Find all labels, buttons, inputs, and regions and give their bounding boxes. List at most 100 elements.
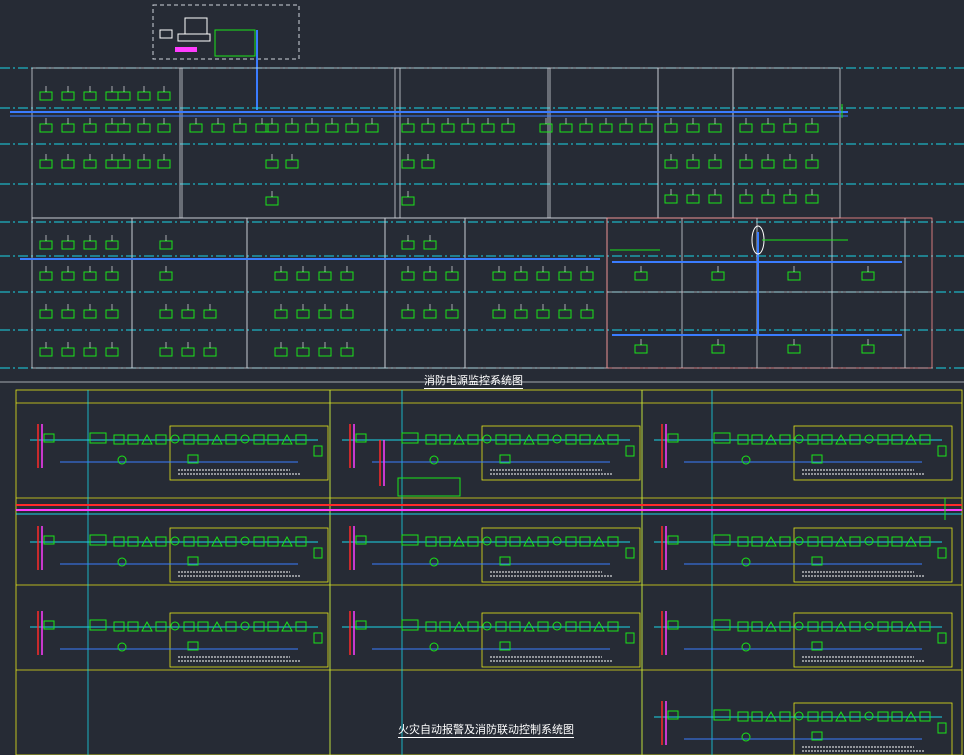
manual-alarm-button-icon	[197, 434, 209, 445]
power-monitor-module-icon	[536, 271, 550, 281]
manual-alarm-button-icon	[565, 536, 577, 547]
manual-alarm-button-icon	[295, 621, 307, 632]
sounder-strobe-icon	[211, 433, 223, 445]
power-monitor-module-icon	[559, 123, 573, 133]
alarm-zone-frame	[793, 702, 953, 755]
power-monitor-module-icon	[401, 159, 415, 169]
power-monitor-module-icon	[274, 309, 288, 319]
power-monitor-module-icon	[580, 271, 594, 281]
detector-icon	[741, 642, 751, 652]
input-output-module-icon	[355, 433, 367, 443]
sounder-strobe-icon	[905, 535, 917, 547]
manual-alarm-button-icon	[439, 621, 451, 632]
power-monitor-module-icon	[265, 159, 279, 169]
detector-icon	[794, 434, 804, 444]
power-monitor-module-icon	[61, 91, 75, 101]
power-monitor-module-icon	[708, 159, 722, 169]
power-monitor-module-icon	[39, 347, 53, 357]
floor-box	[606, 217, 933, 369]
power-monitor-module-icon	[401, 271, 415, 281]
sounder-strobe-icon	[281, 620, 293, 632]
power-monitoring-title-text: 消防电源监控系统图	[424, 374, 523, 389]
input-output-module-icon	[667, 710, 679, 720]
detector-icon	[117, 642, 127, 652]
power-monitor-module-icon	[157, 159, 171, 169]
power-monitor-module-icon	[159, 347, 173, 357]
power-monitor-module-icon	[157, 123, 171, 133]
manual-alarm-button-icon	[439, 434, 451, 445]
power-monitor-module-icon	[61, 159, 75, 169]
sounder-strobe-icon	[593, 535, 605, 547]
power-monitor-module-icon	[83, 91, 97, 101]
manual-alarm-button-icon	[877, 536, 889, 547]
manual-alarm-button-icon	[155, 536, 167, 547]
manual-alarm-button-icon	[779, 711, 791, 722]
power-monitor-module-icon	[39, 159, 53, 169]
manual-alarm-button-icon	[425, 434, 437, 445]
power-monitor-module-icon	[61, 123, 75, 133]
sounder-strobe-icon	[905, 433, 917, 445]
detector-icon	[240, 536, 250, 546]
power-monitor-module-icon	[203, 309, 217, 319]
input-output-module-icon	[667, 535, 679, 545]
input-output-module-icon	[401, 432, 419, 444]
power-monitor-module-icon	[157, 91, 171, 101]
sounder-strobe-icon	[211, 620, 223, 632]
drawing-frame	[152, 4, 300, 110]
power-monitor-module-icon	[159, 309, 173, 319]
manual-alarm-button-icon	[425, 536, 437, 547]
power-monitor-module-icon	[441, 123, 455, 133]
power-monitor-module-icon	[296, 271, 310, 281]
input-output-module-icon	[401, 619, 419, 631]
manual-alarm-button-icon	[849, 536, 861, 547]
manual-alarm-button-icon	[807, 434, 819, 445]
manual-alarm-button-icon	[225, 621, 237, 632]
power-monitor-module-icon	[325, 123, 339, 133]
power-monitor-module-icon	[39, 309, 53, 319]
manual-alarm-button-icon	[849, 711, 861, 722]
power-monitor-module-icon	[421, 159, 435, 169]
power-monitor-module-icon	[664, 159, 678, 169]
manual-alarm-button-icon	[467, 536, 479, 547]
sounder-strobe-icon	[141, 535, 153, 547]
manual-alarm-button-icon	[919, 621, 931, 632]
manual-alarm-button-icon	[779, 434, 791, 445]
input-output-module-icon	[499, 641, 511, 651]
manual-alarm-button-icon	[821, 434, 833, 445]
detector-icon	[741, 557, 751, 567]
manual-alarm-button-icon	[509, 434, 521, 445]
manual-alarm-button-icon	[751, 621, 763, 632]
manual-alarm-button-icon	[919, 536, 931, 547]
input-output-module-icon	[313, 632, 323, 644]
power-monitor-module-icon	[783, 194, 797, 204]
floor-box	[131, 217, 248, 369]
input-output-module-icon	[713, 709, 731, 721]
manual-alarm-button-icon	[495, 536, 507, 547]
power-monitor-module-icon	[365, 123, 379, 133]
input-output-module-icon	[89, 619, 107, 631]
manual-alarm-button-icon	[113, 621, 125, 632]
power-monitor-module-icon	[639, 123, 653, 133]
sounder-strobe-icon	[765, 535, 777, 547]
detector-icon	[741, 455, 751, 465]
manual-alarm-button-icon	[127, 621, 139, 632]
input-output-module-icon	[937, 722, 947, 734]
power-monitor-module-icon	[805, 194, 819, 204]
power-monitor-module-icon	[105, 91, 119, 101]
alarm-section-frame	[15, 389, 963, 755]
input-output-module-icon	[937, 445, 947, 457]
manual-alarm-button-icon	[751, 711, 763, 722]
sounder-strobe-icon	[523, 535, 535, 547]
power-monitor-module-icon	[61, 240, 75, 250]
manual-alarm-button-icon	[877, 434, 889, 445]
detector-icon	[552, 434, 562, 444]
detector-icon	[482, 621, 492, 631]
power-monitor-module-icon	[296, 309, 310, 319]
sounder-strobe-icon	[905, 620, 917, 632]
power-monitor-module-icon	[761, 123, 775, 133]
sounder-strobe-icon	[141, 620, 153, 632]
power-monitor-module-icon	[580, 309, 594, 319]
detector-icon	[741, 732, 751, 742]
power-monitor-module-icon	[39, 271, 53, 281]
